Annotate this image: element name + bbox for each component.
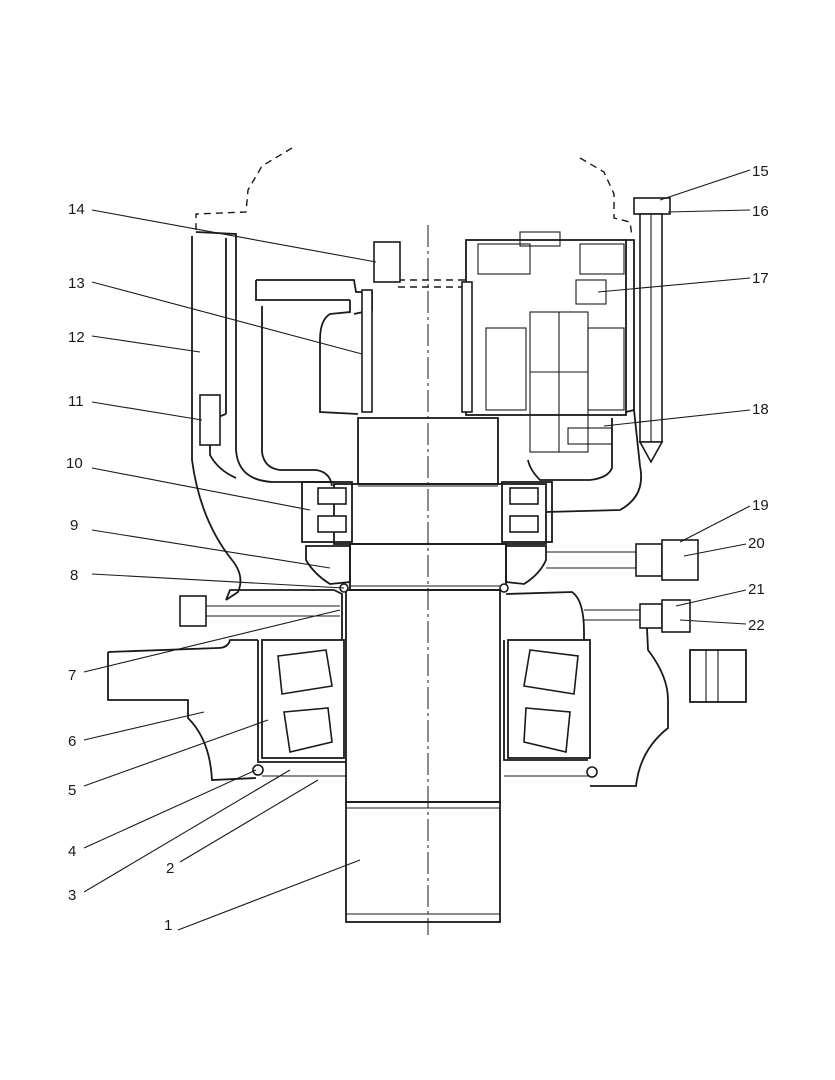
upper-bearing	[301, 481, 553, 543]
lower-housing	[107, 589, 747, 787]
label-6: 6	[68, 733, 76, 750]
label-20: 20	[748, 535, 765, 552]
label-2: 2	[166, 860, 174, 877]
motor-housing-dashed-outline	[195, 147, 633, 288]
label-3: 3	[68, 887, 76, 904]
label-7: 7	[68, 667, 76, 684]
label-15: 15	[752, 163, 769, 180]
label-13: 13	[68, 275, 85, 292]
label-4: 4	[68, 843, 76, 860]
label-18: 18	[752, 401, 769, 418]
lower-bearing	[261, 639, 591, 759]
label-14: 14	[68, 201, 85, 218]
label-19: 19	[752, 497, 769, 514]
label-22: 22	[748, 617, 765, 634]
label-10: 10	[66, 455, 83, 472]
grease-fitting-upper-right	[546, 539, 699, 581]
carrier-left	[255, 241, 401, 487]
label-17: 17	[752, 270, 769, 287]
label-8: 8	[70, 567, 78, 584]
label-5: 5	[68, 782, 76, 799]
through-bolt	[633, 197, 671, 464]
leader-lines	[83, 169, 751, 931]
label-21: 21	[748, 581, 765, 598]
casing-left	[191, 231, 334, 601]
label-12: 12	[68, 329, 85, 346]
collar	[305, 545, 547, 585]
output-shaft	[345, 543, 507, 923]
grease-fitting-lower-right	[584, 599, 691, 633]
label-11: 11	[68, 393, 84, 410]
grease-fitting-left	[179, 595, 340, 627]
label-9: 9	[70, 517, 78, 534]
planetary-gear-right	[461, 231, 642, 513]
label-1: 1	[164, 917, 172, 934]
label-16: 16	[752, 203, 769, 220]
o-ring-right	[499, 583, 509, 593]
